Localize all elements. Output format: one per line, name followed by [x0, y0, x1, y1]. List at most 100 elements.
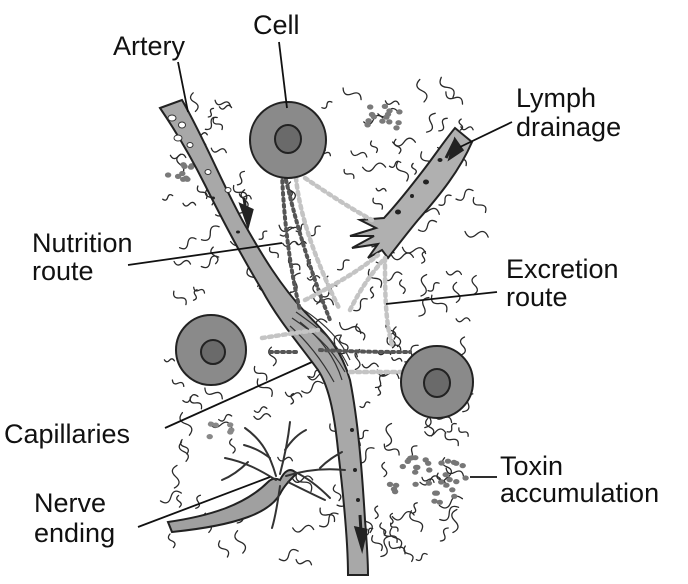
fiber [420, 273, 428, 297]
fiber [359, 401, 371, 409]
fiber [390, 252, 415, 261]
fiber [217, 540, 230, 558]
fiber [389, 522, 399, 532]
leader-lines [127, 41, 513, 528]
fiber [332, 484, 342, 502]
toxin-granule [365, 118, 372, 124]
flow-arrow-icon [444, 136, 465, 162]
fiber [204, 116, 218, 131]
fiber [380, 535, 391, 558]
fiber [290, 392, 295, 405]
fiber [446, 422, 457, 433]
fiber [361, 162, 387, 172]
cell-left [175, 314, 247, 386]
fiber [438, 117, 448, 132]
fiber [401, 246, 427, 255]
fiber [464, 230, 489, 238]
fiber [411, 162, 417, 175]
toxin-granule [444, 458, 452, 464]
fiber [357, 429, 369, 440]
fiber [391, 510, 415, 521]
fiber [282, 240, 299, 247]
fiber [234, 530, 247, 554]
fiber [182, 201, 197, 207]
nutrition-route-dots [268, 173, 412, 354]
fiber [439, 76, 455, 99]
nerve-ending [166, 421, 346, 534]
toxin-granule [386, 119, 393, 125]
toxin-granule [212, 422, 219, 428]
label-nutrition-line1: Nutrition [32, 228, 133, 258]
cell-right [400, 345, 474, 419]
toxin-granule [395, 120, 402, 126]
cells [175, 101, 474, 419]
fiber [336, 259, 350, 271]
fiber [452, 281, 461, 304]
fiber [375, 187, 387, 192]
toxin-granule [227, 422, 234, 428]
toxin-granule [227, 429, 234, 435]
toxin-granule [459, 463, 466, 469]
fiber [444, 432, 459, 447]
fiber [425, 112, 436, 133]
fiber [200, 255, 220, 269]
label-nerve-line2: ending [34, 518, 115, 548]
artery-vessel [158, 98, 370, 576]
fiber [236, 170, 246, 186]
fiber [398, 279, 406, 295]
fiber [415, 552, 428, 562]
fiber [172, 290, 187, 306]
fiber [458, 427, 469, 437]
fiber [460, 126, 474, 131]
label-nutrition-line2: route [32, 256, 94, 286]
fiber [301, 380, 324, 394]
toxin-granule [206, 434, 213, 440]
toxin-granule [181, 163, 188, 169]
toxin-granule [409, 455, 416, 461]
fiber [417, 219, 438, 233]
fiber [416, 78, 428, 103]
fiber [318, 512, 339, 528]
fiber [268, 346, 277, 367]
fiber [292, 524, 315, 533]
toxin-granule [442, 472, 449, 478]
fiber [427, 282, 440, 292]
fiber [167, 533, 176, 549]
fiber [210, 147, 227, 154]
fiber [212, 117, 224, 131]
labels: Artery Cell Lymph drainage Nutrition rou… [4, 10, 659, 548]
fiber [163, 358, 176, 363]
toxin-granule [396, 109, 403, 115]
fiber [232, 184, 248, 200]
fiber [438, 495, 464, 509]
fiber [445, 467, 465, 478]
fiber [253, 413, 272, 420]
fiber [384, 100, 400, 106]
fiber [381, 461, 388, 478]
fiber [445, 91, 464, 105]
toxin-granule [381, 103, 389, 109]
toxin-granule [368, 111, 376, 118]
fiber [277, 456, 294, 462]
fiber [204, 387, 223, 400]
toxin-granule [413, 464, 420, 470]
fiber [385, 422, 393, 447]
fiber [343, 168, 355, 179]
fiber [419, 475, 441, 486]
toxin-granule [431, 498, 438, 504]
fiber [391, 137, 417, 147]
fiber [176, 494, 182, 508]
fiber [372, 197, 384, 210]
fiber [455, 188, 474, 201]
fiber [218, 413, 233, 422]
label-cell: Cell [253, 10, 300, 40]
fiber [173, 259, 192, 266]
fiber [218, 104, 233, 110]
fiber [421, 250, 426, 264]
fiber [171, 379, 185, 388]
fiber [256, 378, 273, 397]
fiber [238, 193, 252, 200]
fiber [445, 270, 463, 276]
toxin-granule [383, 114, 390, 120]
fiber [379, 522, 387, 536]
